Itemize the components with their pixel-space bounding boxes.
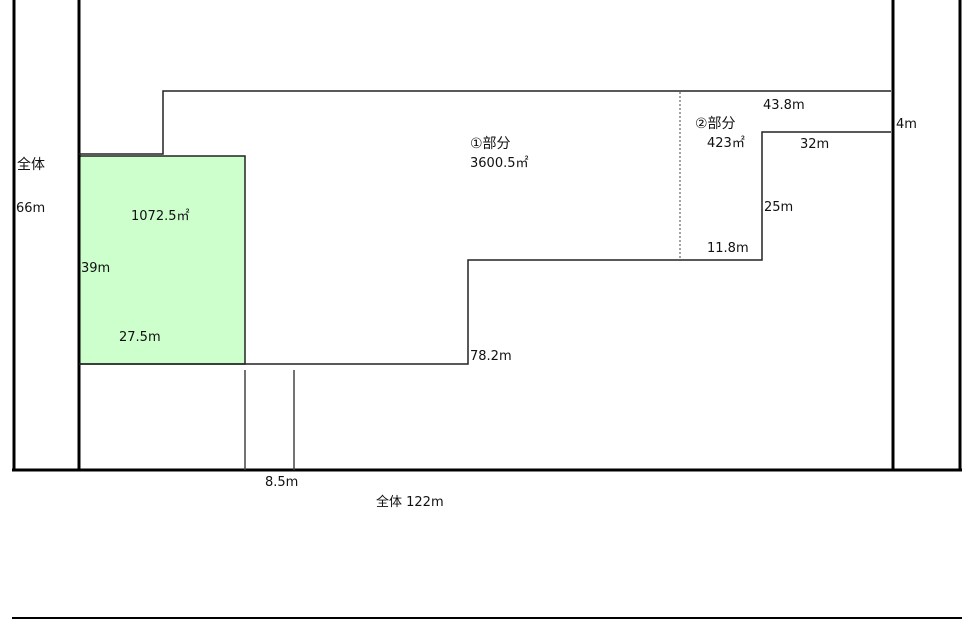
green-height: 39m: [81, 261, 111, 276]
dim-8-5: 8.5m: [265, 475, 299, 490]
dim-25: 25m: [764, 200, 794, 215]
lot-boundary: [79, 90, 891, 155]
green-width: 27.5m: [119, 330, 161, 345]
green-area: 1072.5㎡: [131, 209, 190, 224]
dim-43-8: 43.8m: [763, 98, 805, 113]
part1-label: ①部分: [470, 136, 511, 152]
dim-32: 32m: [800, 137, 830, 152]
green-lot: [78, 155, 246, 365]
dim-11-8: 11.8m: [707, 241, 749, 256]
dim-4: 4m: [896, 117, 917, 132]
whole-width: 全体 122m: [376, 495, 444, 510]
whole-label: 全体: [17, 157, 45, 173]
part2-boundary: [79, 131, 891, 365]
part2-label: ②部分: [695, 116, 736, 132]
whole-height: 66m: [16, 201, 46, 216]
dim-78-2: 78.2m: [470, 349, 512, 364]
part1-area: 3600.5㎡: [470, 156, 529, 171]
part2-area: 423㎡: [707, 136, 745, 151]
